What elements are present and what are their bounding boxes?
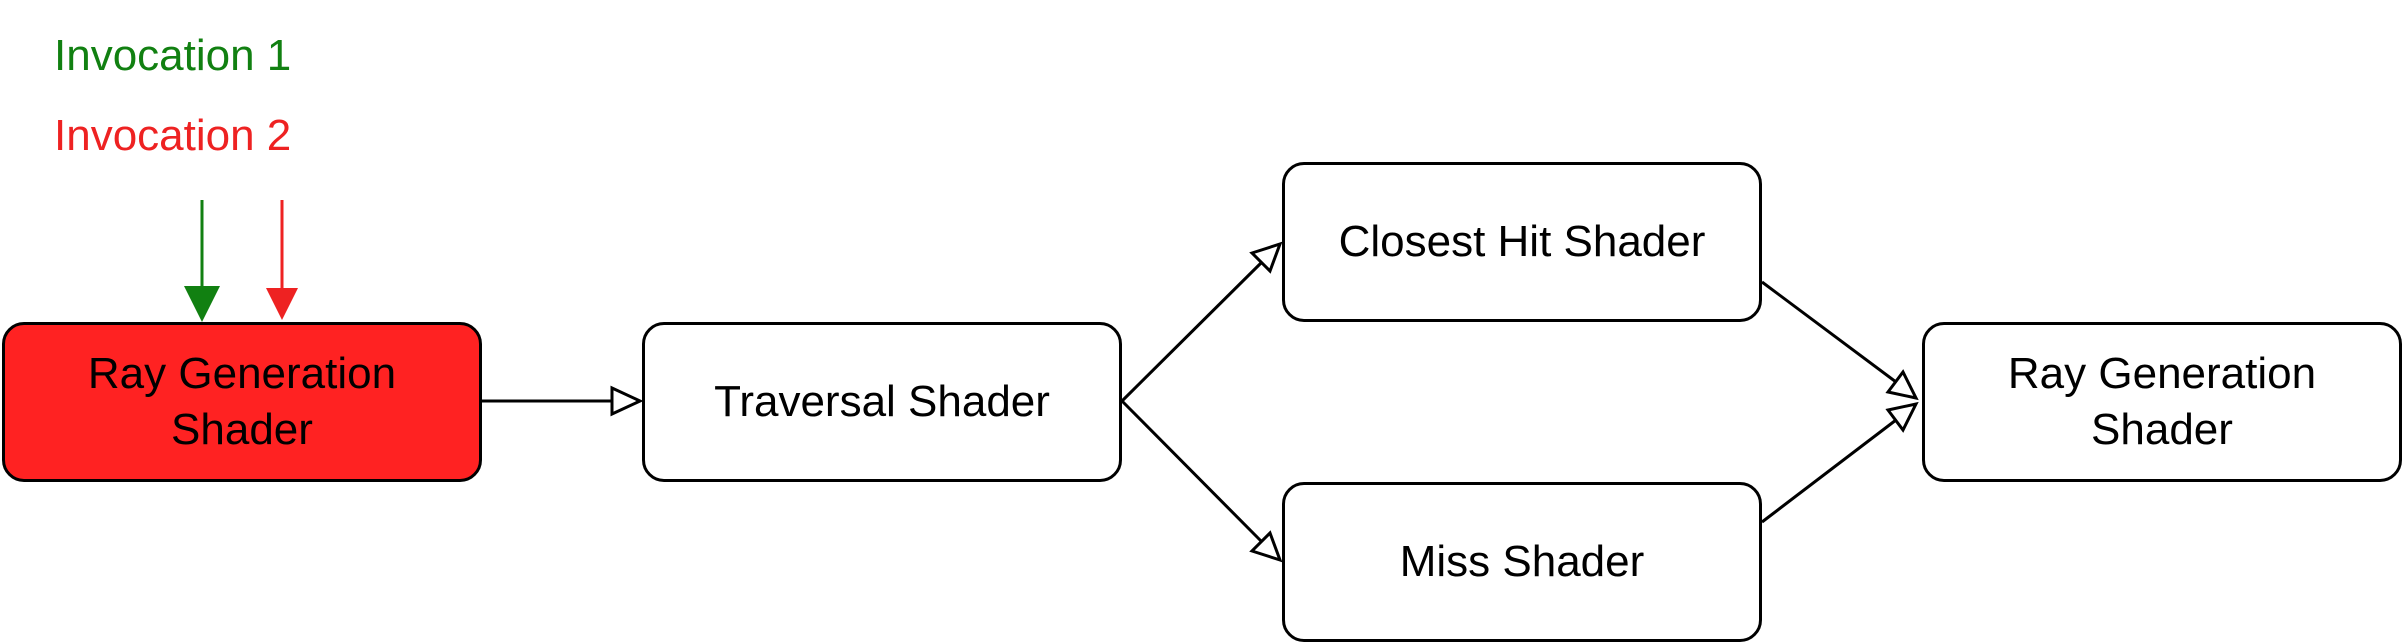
node-closest-hit-shader: Closest Hit Shader: [1282, 162, 1762, 322]
invocation-2-arrow: [266, 200, 298, 320]
node-traversal-shader: Traversal Shader: [642, 322, 1122, 482]
node-label: Closest Hit Shader: [1338, 216, 1706, 266]
edge-traversal-to-closest-hit: [1120, 241, 1283, 403]
node-ray-generation-shader-end: Ray Generation Shader: [1922, 322, 2402, 482]
invocation-1-arrow: [184, 200, 220, 322]
node-ray-generation-shader-start: Ray Generation Shader: [2, 322, 482, 482]
edge-traversal-to-miss: [1120, 399, 1283, 563]
edge-miss-to-raygen: [1761, 401, 1919, 524]
node-label: Miss Shader: [1399, 536, 1645, 586]
edge-closest-hit-to-raygen: [1761, 280, 1919, 401]
legend-invocation-2: Invocation 2: [54, 111, 292, 160]
node-miss-shader: Miss Shader: [1282, 482, 1762, 642]
node-label-line-1: Ray Generation: [2007, 348, 2317, 398]
edge-raygen-to-traversal: [482, 385, 644, 417]
node-label-line-2: Shader: [171, 405, 313, 454]
node-label: Traversal Shader: [714, 376, 1050, 426]
node-label-line-2: Shader: [2091, 405, 2233, 454]
legend-invocation-1: Invocation 1: [54, 31, 292, 80]
node-label-line-1: Ray Generation: [87, 348, 397, 398]
